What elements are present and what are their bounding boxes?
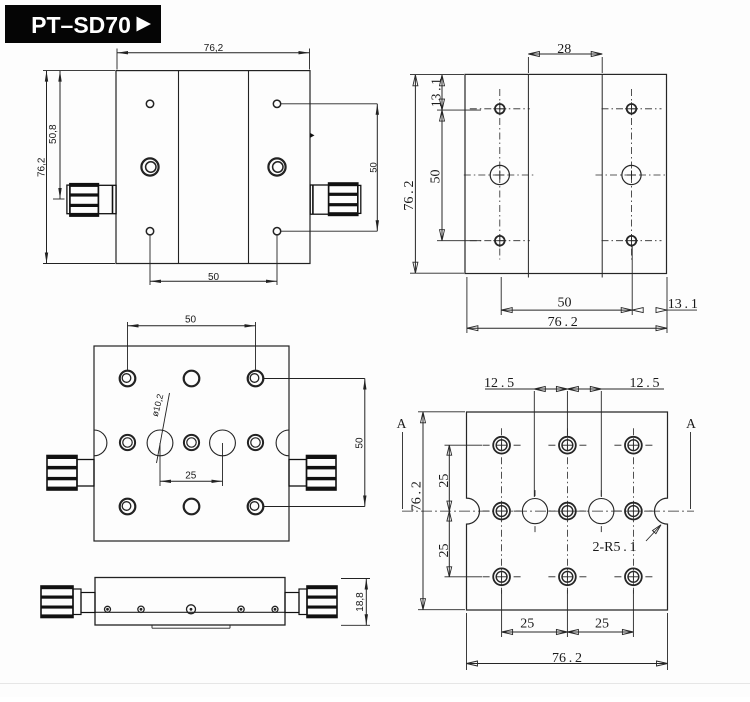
svg-text:25: 25 xyxy=(437,474,452,488)
svg-text:50: 50 xyxy=(354,437,365,449)
svg-text:A: A xyxy=(686,416,696,431)
svg-text:76 . 2: 76 . 2 xyxy=(402,181,417,211)
svg-text:76 . 2: 76 . 2 xyxy=(552,651,582,666)
svg-text:2-R5 . 1: 2-R5 . 1 xyxy=(592,540,636,555)
svg-text:76 . 2: 76 . 2 xyxy=(410,481,425,511)
svg-text:25: 25 xyxy=(520,617,534,632)
svg-text:76 . 2: 76 . 2 xyxy=(548,315,578,330)
svg-text:50: 50 xyxy=(369,162,380,173)
svg-text:25: 25 xyxy=(437,544,452,558)
svg-text:50: 50 xyxy=(429,170,444,184)
svg-text:PT–SD70: PT–SD70 xyxy=(31,12,131,38)
svg-text:12 . 5: 12 . 5 xyxy=(484,376,514,391)
svg-text:28: 28 xyxy=(557,42,571,57)
svg-text:50: 50 xyxy=(185,314,197,325)
svg-text:50: 50 xyxy=(208,272,220,283)
svg-text:13 . 1: 13 . 1 xyxy=(668,297,698,312)
svg-text:12 . 5: 12 . 5 xyxy=(629,376,659,391)
svg-text:25: 25 xyxy=(185,470,197,481)
svg-text:50: 50 xyxy=(558,295,572,310)
svg-text:18,8: 18,8 xyxy=(355,592,366,612)
svg-text:13 . 1: 13 . 1 xyxy=(429,78,444,107)
svg-text:A: A xyxy=(397,416,407,431)
svg-text:50,8: 50,8 xyxy=(48,124,59,144)
svg-text:76,2: 76,2 xyxy=(204,43,224,54)
svg-text:76,2: 76,2 xyxy=(36,157,47,177)
svg-text:25: 25 xyxy=(595,617,609,632)
